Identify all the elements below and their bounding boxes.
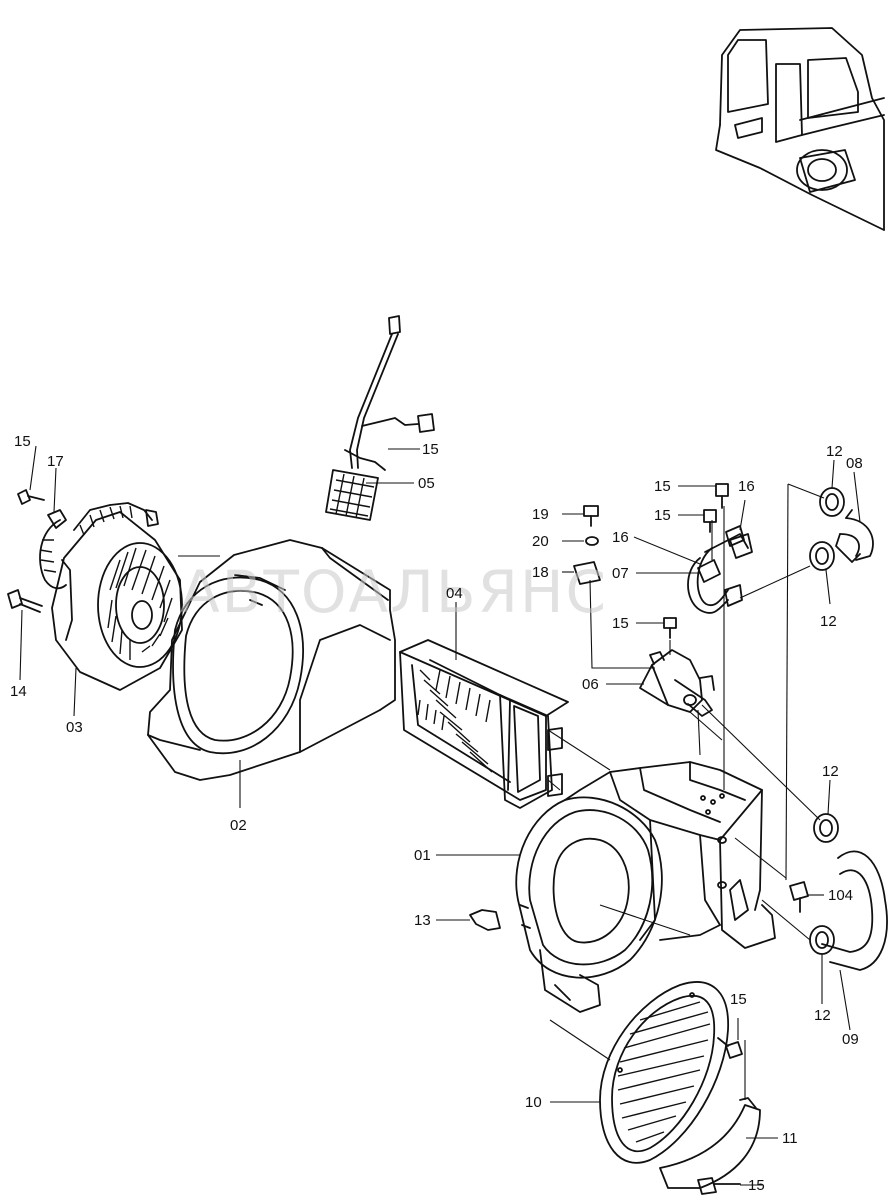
heater-core-04: [399, 639, 569, 809]
label-15-bottom: 15: [748, 1177, 765, 1194]
outlet-grille-10: [599, 981, 729, 1164]
label-15-valve-c: 15: [612, 615, 629, 632]
label-01: 01: [414, 847, 431, 864]
screw-15-left: [17, 489, 45, 505]
label-09: 09: [842, 1031, 859, 1048]
label-15-valve-a: 15: [654, 478, 671, 495]
hose-09: [821, 850, 888, 971]
label-15-valve-b: 15: [654, 507, 671, 524]
label-11: 11: [782, 1130, 798, 1147]
cover-11: [659, 1097, 761, 1189]
label-15-grille: 15: [730, 991, 747, 1008]
label-12-upper-a: 12: [826, 443, 843, 460]
hose-08: [835, 509, 874, 563]
label-07: 07: [612, 565, 629, 582]
label-10: 10: [525, 1094, 542, 1111]
watermark-text: АВТОАЛЬЯНС: [180, 558, 608, 626]
label-14: 14: [10, 683, 27, 700]
temperature-sensor-05: [325, 315, 435, 521]
label-17: 17: [47, 453, 64, 470]
label-18: 18: [532, 564, 549, 581]
label-15-sensor: 15: [422, 441, 439, 458]
label-12-upper-b: 12: [820, 613, 837, 630]
hose-clamp-16-lower: [697, 559, 721, 583]
screw-19: [583, 505, 599, 527]
hose-clamp-12-b: [809, 541, 835, 571]
blower-fan-03: [39, 502, 183, 691]
label-12-lower-b: 12: [814, 1007, 831, 1024]
screw-15-valve-c: [663, 617, 677, 639]
clip-13: [469, 909, 501, 931]
label-05: 05: [418, 475, 435, 492]
water-valve-06: [639, 649, 715, 717]
label-20: 20: [532, 533, 549, 550]
excavator-cab-locator-inset: [715, 27, 885, 231]
blower-housing-02: [147, 539, 396, 781]
bolt-104: [789, 881, 809, 913]
heater-case-01: [515, 761, 776, 1013]
washer-20: [585, 536, 599, 546]
wire-clamp-17: [47, 509, 67, 529]
bolt-14: [7, 589, 43, 613]
leader-lines: [19, 445, 861, 1186]
label-12-lower-a: 12: [822, 763, 839, 780]
label-15-top-left: 15: [14, 433, 31, 450]
hose-clamp-12-d: [809, 925, 835, 955]
label-13: 13: [414, 912, 431, 929]
screw-15-valve-a: [715, 483, 729, 509]
hose-clamp-12-a: [819, 487, 845, 517]
label-03: 03: [66, 719, 83, 736]
label-104: 104: [828, 887, 853, 904]
screw-15-valve-b: [703, 509, 717, 533]
label-06: 06: [582, 676, 599, 693]
bracket-18: [573, 561, 601, 585]
screw-15-grille: [717, 1037, 743, 1059]
label-16-upper: 16: [738, 478, 755, 495]
label-02: 02: [230, 817, 247, 834]
hose-clamp-12-c: [813, 813, 839, 843]
label-04: 04: [446, 585, 463, 602]
screw-15-cover: [697, 1177, 741, 1195]
hose-clamp-16-upper: [725, 525, 745, 547]
label-19: 19: [532, 506, 549, 523]
label-08: 08: [846, 455, 863, 472]
label-16-lower: 16: [612, 529, 629, 546]
part-labels: 15 17 14 03 02 15 05 04 01 13 10 11 15 1…: [10, 433, 863, 1194]
